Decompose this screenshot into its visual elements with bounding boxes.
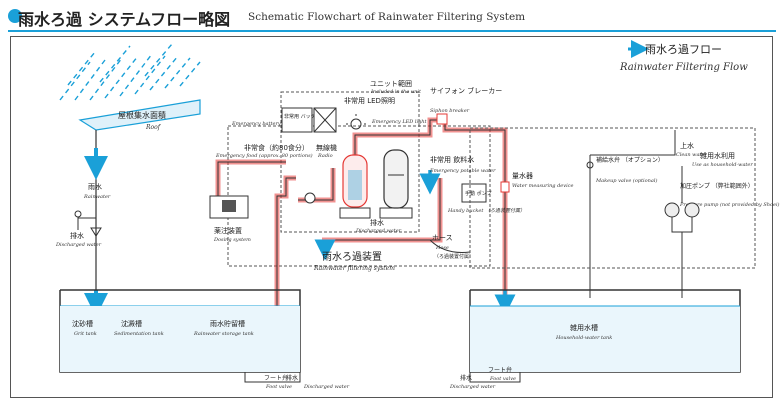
hose-note: （ろ過装置付属） [434,253,474,260]
unit-range-label: ユニット範囲 [370,79,412,88]
grit-tank-label: 沈砂槽 [72,319,93,328]
filter-label-en: Rainwater filtering system [313,265,395,272]
emergency-battery-label: Emergency battery [231,121,281,127]
makeup-valve-label: 補給水弁 （オプション） [596,156,664,164]
siphon-breaker: サイフォン ブレーカー Siphon breaker [430,86,502,125]
bottom-discharge2-label-en: Discharged water [449,384,496,390]
foot-valve-label-en: Foot valve [265,384,292,390]
hose-label: ホース [432,234,453,242]
sedimentation-tank-label-en: Sedimentation tank [114,331,164,337]
bottom-discharge-label: 排水 [286,374,298,382]
rainwater-label-en: Rainwater [83,194,111,200]
potable-label-en: Emergency potable water [429,168,496,174]
roof: 屋根集水面積 Roof [78,99,201,131]
clean-water-label: 上水 [680,141,694,150]
bucket-label: Handy bucket （ろ過装置付属） [447,207,525,214]
discharge-label: 排水 [70,231,84,240]
dosing-system: 薬注装置 Dosing system [209,195,251,243]
pump-label-en: Pressure pump (not provided by Shoei) [679,201,780,208]
legend-label: 雨水ろ過フロー [645,43,722,56]
emergency-led-label-en: Emergency LED light [371,119,428,125]
hose: ホース Hose （ろ過装置付属） [429,234,474,260]
bucket-box-label: 手動 ポンプ [465,190,491,197]
storage-tank-label: 雨水貯留槽 [210,319,245,328]
roof-label-en: Roof [145,124,162,131]
legend: 雨水ろ過フロー Rainwater Filtering Flow [619,40,748,73]
radio-label: 無線機 [316,143,337,152]
siphon-label: サイフォン ブレーカー [430,86,502,95]
dosing-label-en: Dosing system [213,237,251,243]
household-tank-label: 雑用水槽 [570,323,598,332]
right-section-frame [469,127,756,269]
makeup-valve-label-en: Makeup valve (optional) [595,177,657,184]
measuring-label: 量水器 [512,171,533,180]
grit-tank-label-en: Grit tank [74,331,97,337]
roof-label: 屋根集水面積 [118,110,166,120]
legend-label-en: Rainwater Filtering Flow [619,62,748,73]
filter-tanks [304,149,413,219]
potable-water: 非常用 飲料水 Emergency potable water 手動 ポンプ H… [429,155,525,214]
system-label: 雨水ろ過装置 Rainwater filtering system [313,250,395,272]
bottom-discharge2-label: 排水 [460,374,472,382]
potable-label: 非常用 飲料水 [430,155,474,164]
rainwater-label: 雨水 [88,182,102,191]
battery-led: 非常用 バッテリー Emergency battery 非常用 LED照明 Em… [231,96,428,133]
measuring-device: 量水器 Water measuring device [500,171,573,193]
household-supply: 上水 Clean water 補給水弁 （オプション） Makeup valve… [586,130,780,298]
bottom-discharge-label-en: Discharged water [303,384,350,390]
diagram-frame [10,36,773,398]
sedimentation-tank-label: 沈澱槽 [121,319,142,328]
siphon-label-en: Siphon breaker [430,108,470,114]
unit-discharge: 排水 Discharged water [355,218,402,234]
tanks: 沈砂槽 Grit tank 沈澱槽 Sedimentation tank 雨水貯… [59,289,741,390]
household-use-label-en: Use as household-water [692,162,753,168]
radio-label-en: Radio [317,153,333,159]
dosing-label: 薬注装置 [214,226,242,235]
rain-streaks [59,43,201,101]
foot-valve2-label-en: Foot valve [489,376,516,382]
page-title: 雨水ろ過 システムフロー略図 [18,10,231,29]
title-underline [8,30,776,32]
pump-label: 加圧ポンプ （弊社範囲外） [680,182,754,190]
foot-valve2-label: フート弁 [488,366,512,374]
household-use-label: 雑用水利用 [700,151,735,160]
measuring-label-en: Water measuring device [512,183,573,189]
hose-label-en: Hose [435,245,449,251]
emergency-led-label: 非常用 LED照明 [344,96,395,105]
storage-tank-label-en: Rainwater storage tank [193,331,254,337]
food-radio-labels: 非常食（約80食分） Emergency food (approx. 80 po… [215,143,337,159]
discharge-label-en: Discharged water [55,242,102,248]
filter-label: 雨水ろ過装置 [322,250,382,263]
foot-valve-label: フート弁 [264,374,288,382]
downpipe: 雨水 Rainwater 排水 Discharged water [55,130,111,317]
unit-range-label-en: Included in the unit [370,89,422,95]
unit-discharge-label: 排水 [370,218,384,227]
page-subtitle: Schematic Flowchart of Rainwater Filteri… [248,11,526,23]
emergency-food-label: 非常食（約80食分） [244,143,309,152]
emergency-food-label-en: Emergency food (approx. 80 portions) [215,152,313,159]
battery-box-label: 非常用 バッテリー [284,113,326,120]
clean-water-label-en: Clean water [676,152,707,158]
household-tank-label-en: Household-water tank [555,335,612,341]
unit-discharge-label-en: Discharged water [355,228,402,234]
title-bullet [8,9,22,23]
